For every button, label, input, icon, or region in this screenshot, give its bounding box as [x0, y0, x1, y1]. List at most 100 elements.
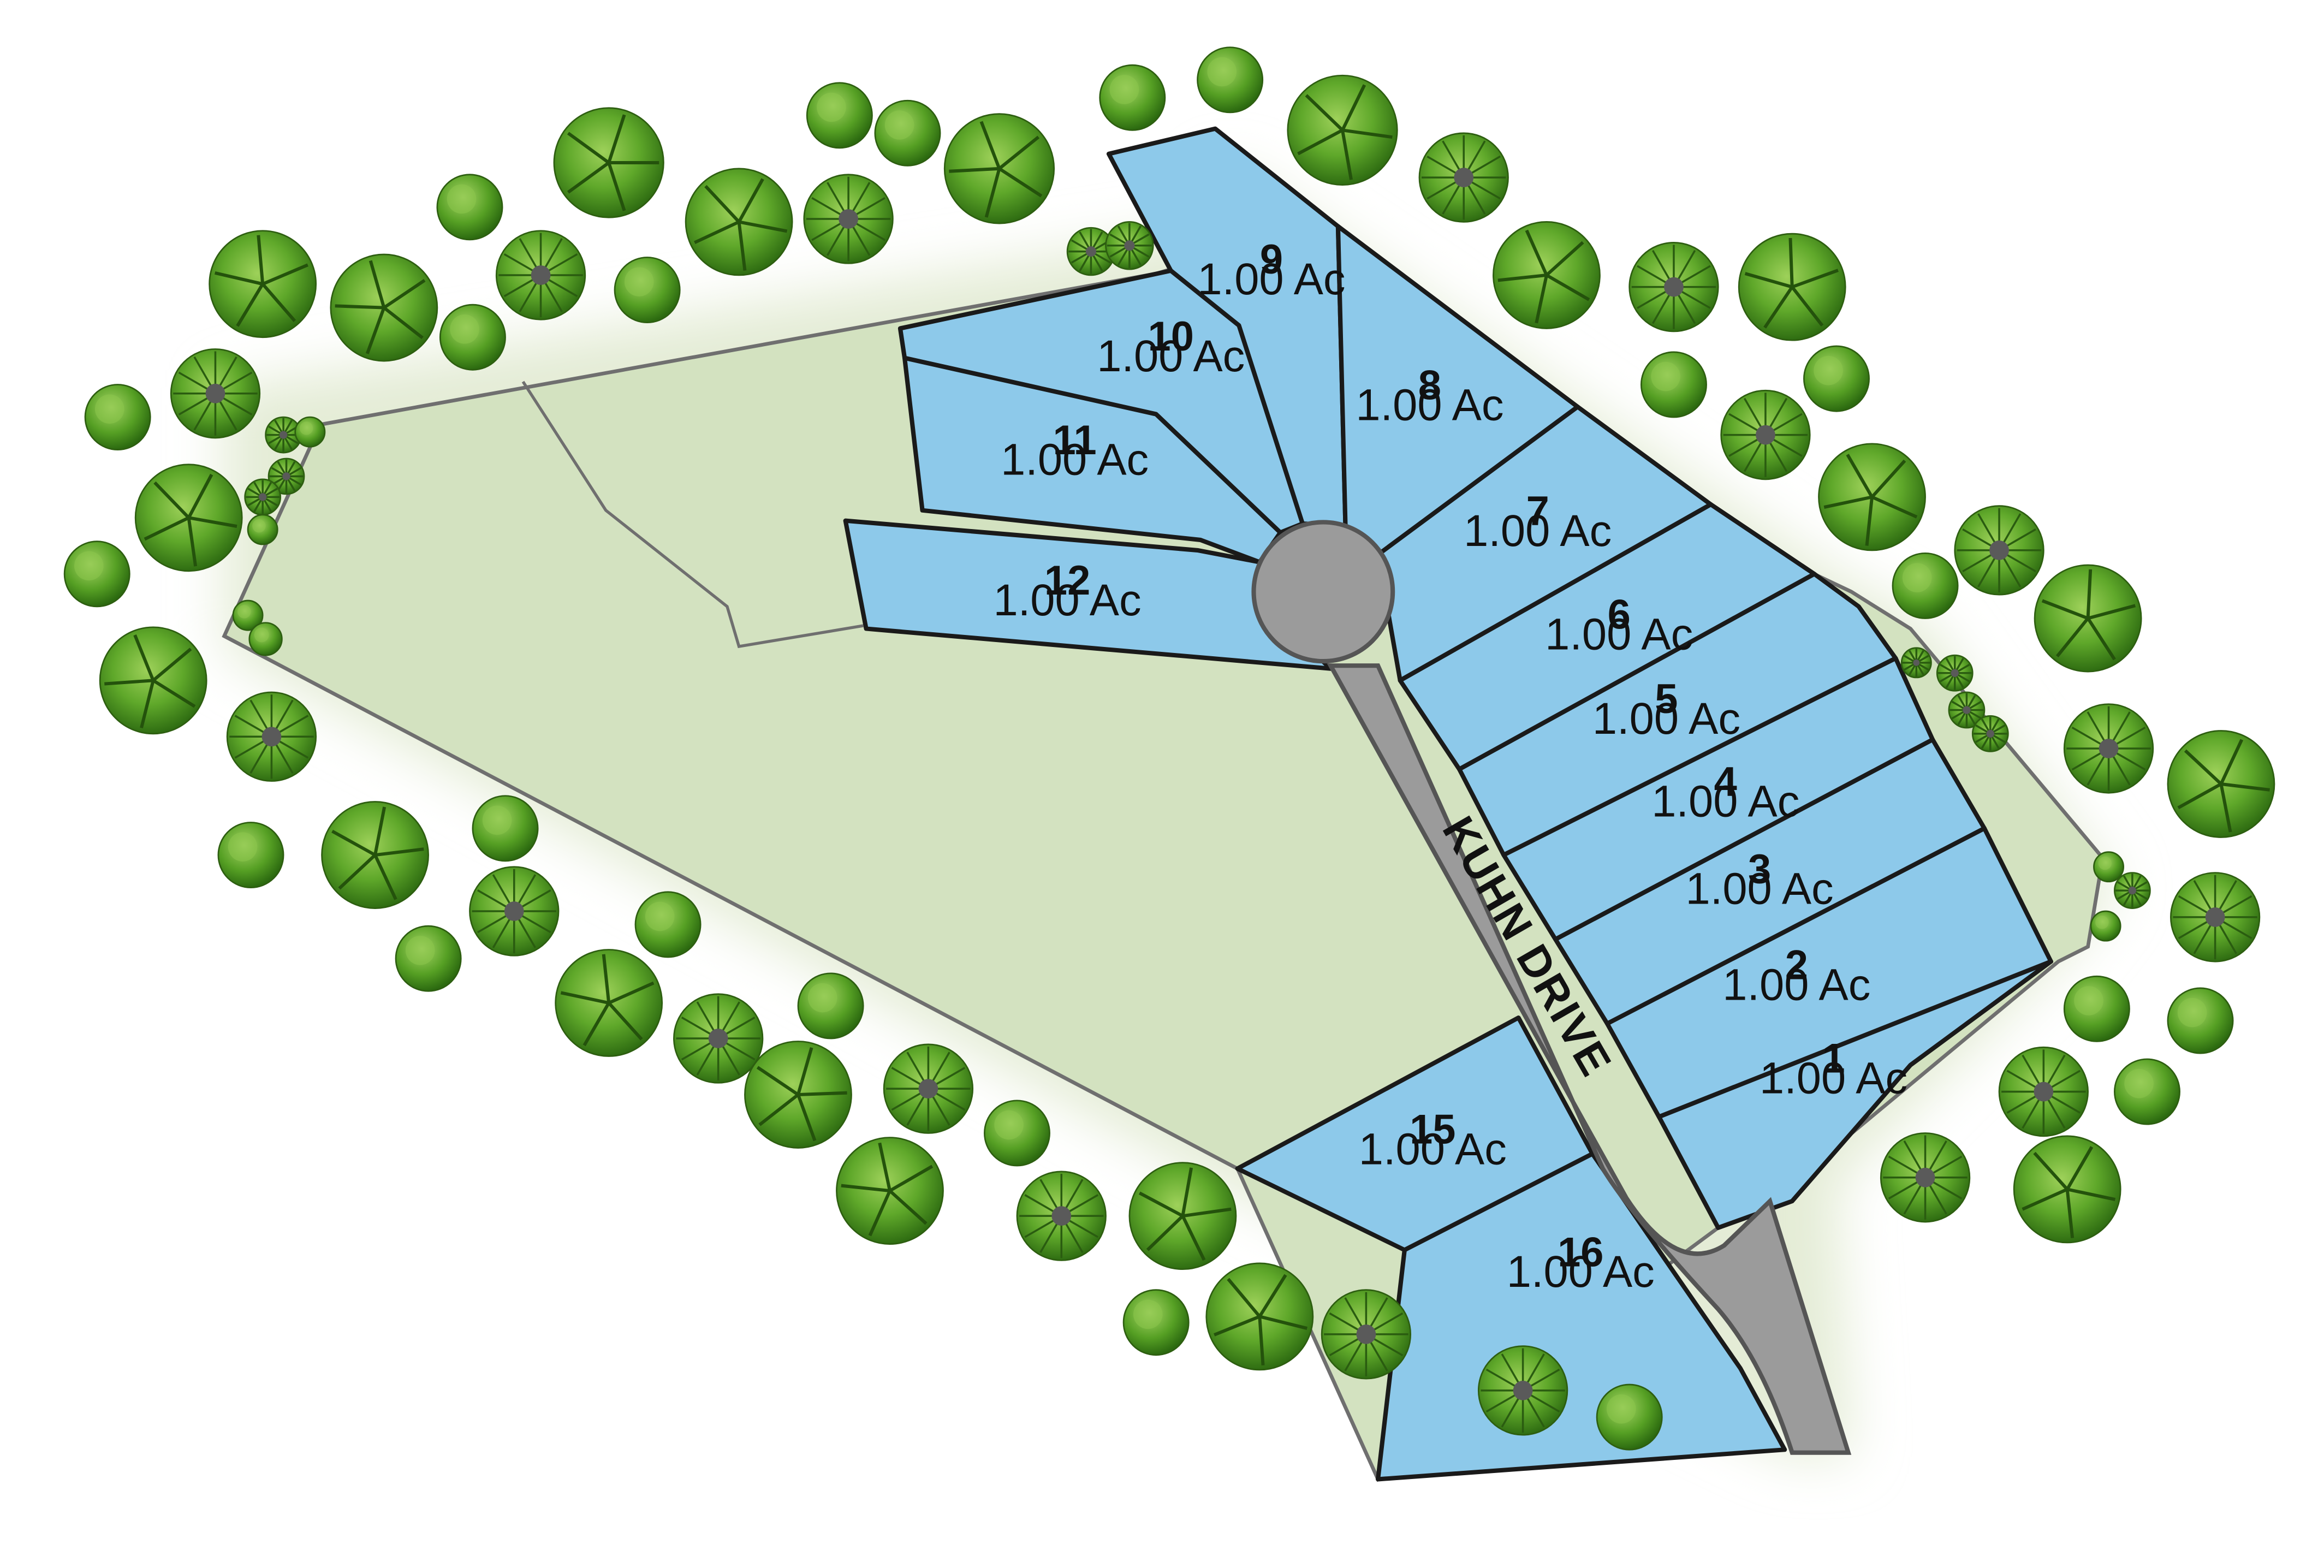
tree-icon [469, 866, 560, 957]
lot-number-16: 16 [1558, 1229, 1603, 1275]
lot-area-16: 1.00 Ac [1507, 1247, 1655, 1297]
tree-icon [495, 230, 586, 320]
tree-icon [1900, 647, 1932, 679]
tree-icon [685, 168, 793, 276]
tree-icon [2013, 1135, 2121, 1244]
tree-icon [1936, 654, 1974, 692]
tree-icon [99, 626, 207, 735]
tree-icon [1954, 505, 2044, 596]
kuhn-drive-road[interactable] [1327, 663, 1852, 1455]
lot-number-3: 3 [1748, 846, 1771, 893]
lot-area-8: 1.00 Ac [1356, 380, 1503, 430]
tree-icon [1818, 443, 1926, 551]
tree-icon [226, 691, 317, 782]
tree-icon [1099, 64, 1166, 131]
tract-interior-line [521, 381, 864, 649]
tree-icon [1016, 1171, 1107, 1261]
tree-icon [555, 949, 663, 1057]
tree-icon [943, 113, 1055, 224]
tree-icon [84, 384, 151, 451]
tree-icon [2090, 910, 2121, 942]
tree-icon [1892, 552, 1959, 619]
tree-icon [439, 304, 506, 371]
tree-icon [265, 416, 302, 454]
tree-icon [1321, 1289, 1412, 1380]
tree-icon [1205, 1262, 1314, 1371]
tree-icon [472, 795, 539, 862]
lot-number-5: 5 [1655, 676, 1678, 722]
tree-icon [170, 348, 261, 439]
tree-icon [1720, 389, 1811, 480]
tree-icon [268, 458, 305, 495]
lot-number-12: 12 [1044, 557, 1090, 604]
tree-icon [294, 416, 326, 448]
tree-icon [2167, 730, 2275, 838]
tree-icon [1477, 1345, 1568, 1436]
lots-layer [843, 126, 2053, 1482]
tree-icon [803, 174, 894, 264]
tree-icon [2093, 851, 2124, 883]
tree-icon [984, 1100, 1050, 1167]
tree-icon [797, 972, 864, 1040]
tree-icon [1880, 1132, 1971, 1223]
tree-icon [1122, 1289, 1190, 1356]
tree-icon [874, 99, 941, 167]
tree-icon [1628, 241, 1719, 332]
lot-number-10: 10 [1148, 313, 1194, 360]
tree-icon [232, 599, 264, 631]
tree-icon [883, 1043, 974, 1134]
lot-number-8: 8 [1418, 363, 1441, 409]
tree-icon [836, 1137, 944, 1245]
tree-icon [1641, 351, 1707, 418]
lot-area-5: 1.00 Ac [1592, 694, 1740, 744]
tree-icon [1971, 715, 2009, 752]
tree-icon [1287, 74, 1398, 186]
tree-icon [2170, 872, 2261, 963]
tree-icon [2063, 703, 2154, 794]
tree-icon [63, 541, 130, 608]
lot-area-12: 1.00 Ac [994, 575, 1142, 625]
lot-number-11: 11 [1053, 417, 1097, 464]
lot-area-6: 1.00 Ac [1545, 609, 1693, 659]
tree-icon [2167, 987, 2234, 1054]
lot-area-2: 1.00 Ac [1722, 960, 1870, 1010]
cul-de-sac[interactable] [1251, 520, 1395, 664]
tree-icon [321, 801, 429, 909]
tree-icon [744, 1041, 852, 1149]
tree-icon [1596, 1383, 1663, 1451]
lot-area-11: 1.00 Ac [1001, 435, 1149, 485]
tree-icon [1738, 233, 1846, 341]
lot-area-15: 1.00 Ac [1359, 1124, 1507, 1174]
lot-number-7: 7 [1526, 488, 1549, 534]
lot-number-15: 15 [1410, 1106, 1455, 1153]
lot-number-1: 1 [1822, 1035, 1845, 1082]
tree-icon [209, 230, 317, 338]
tree-icon [634, 891, 702, 958]
tree-icon [1998, 1046, 2089, 1137]
lot-area-1: 1.00 Ac [1760, 1053, 1907, 1103]
lot-area-9: 1.00 Ac [1197, 254, 1345, 304]
tree-icon [134, 464, 243, 572]
lot-number-9: 9 [1260, 236, 1283, 283]
tree-icon [1128, 1162, 1237, 1270]
lot-number-6: 6 [1608, 592, 1631, 638]
tree-icon [1418, 132, 1509, 223]
lot-area-4: 1.00 Ac [1651, 777, 1799, 827]
tree-icon [2114, 872, 2151, 909]
tree-icon [247, 514, 278, 545]
tree-icon [553, 107, 664, 218]
tree-icon [244, 478, 282, 516]
tree-icon [248, 622, 283, 656]
tree-icon [2063, 975, 2130, 1042]
lot-number-2: 2 [1785, 942, 1808, 989]
tree-icon [614, 257, 681, 324]
tree-icon [2034, 564, 2142, 673]
tree-icon [1493, 221, 1601, 329]
lot-area-3: 1.00 Ac [1686, 864, 1834, 913]
tree-icon [330, 253, 438, 362]
tree-icon [2114, 1058, 2180, 1125]
tree-icon [1948, 691, 1986, 729]
tree-icon [436, 174, 503, 241]
